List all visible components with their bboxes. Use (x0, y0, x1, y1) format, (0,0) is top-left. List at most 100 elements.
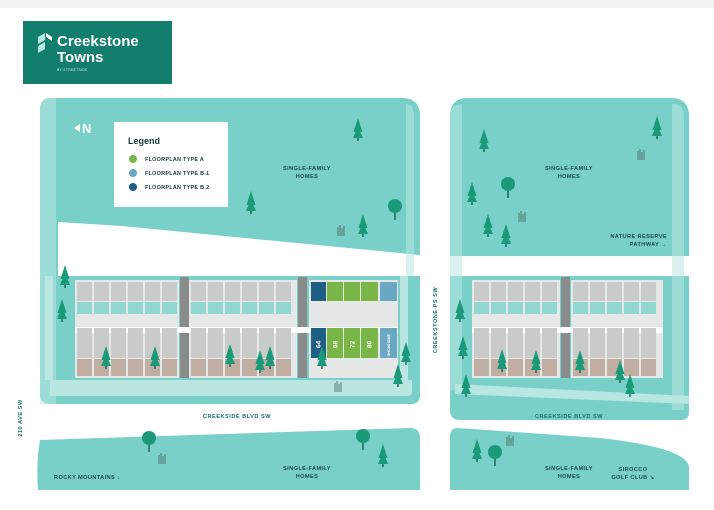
nature-reserve-line1: NATURE RESERVE (610, 234, 667, 240)
unit-outline (242, 282, 257, 301)
unit-outline (128, 359, 143, 376)
unit-outline (128, 302, 143, 314)
unit-outline (641, 302, 656, 314)
top-strip (0, 0, 714, 8)
unit-outline (624, 282, 639, 301)
unit-outline (508, 328, 523, 358)
unit-outline (508, 282, 523, 301)
unit-top-b1[interactable] (380, 282, 397, 301)
legend-item-b2: FLOORPLAN TYPE B.2 (145, 185, 209, 191)
legend-swatch-b2 (129, 183, 137, 191)
unit-outline (77, 302, 92, 314)
area-ne-line2: HOMES (558, 174, 581, 180)
area-ne-line1: SINGLE-FAMILY (545, 166, 593, 172)
unit-outline (145, 328, 160, 358)
unit-outline (111, 328, 126, 358)
unit-outline (624, 359, 639, 376)
unit-outline (259, 302, 274, 314)
unit-outline (542, 328, 557, 358)
unit-outline (162, 328, 177, 358)
unit-outline (242, 359, 257, 376)
area-s-line2: HOMES (296, 474, 319, 480)
area-s-line1: SINGLE-FAMILY (283, 466, 331, 472)
unit-outline (162, 302, 177, 314)
unit-outline (94, 282, 109, 301)
unit-outline (525, 302, 540, 314)
unit-outline (111, 302, 126, 314)
unit-showhome[interactable] (380, 328, 397, 358)
showhome-label: SHOWHOME (387, 333, 391, 356)
unit-outline (162, 359, 177, 376)
unit-outline (128, 282, 143, 301)
unit-outline (542, 302, 557, 314)
area-se-line1: SINGLE-FAMILY (545, 466, 593, 472)
nature-reserve-line2: PATHWAY → (630, 242, 667, 248)
legend-item-b1: FLOORPLAN TYPE B.1 (145, 171, 209, 177)
brand-logo: Creekstone Towns BY STREETSIDE (23, 21, 172, 84)
unit-outline (491, 282, 506, 301)
unit-outline (111, 282, 126, 301)
unit-80[interactable] (361, 328, 378, 358)
unit-outline (77, 282, 92, 301)
compass-label: N (82, 121, 91, 136)
north-arrow-icon (74, 124, 80, 132)
unit-outline (590, 359, 605, 376)
unit-outline (225, 302, 240, 314)
unit-outline (128, 328, 143, 358)
area-se-line2: HOMES (558, 474, 581, 480)
unit-outline (542, 359, 557, 376)
roads (40, 98, 689, 490)
unit-outline (491, 302, 506, 314)
unit-outline (208, 328, 223, 358)
unit-outline (525, 328, 540, 358)
unit-outline (242, 328, 257, 358)
unit-outline (641, 328, 656, 358)
unit-outline (474, 328, 489, 358)
area-nw-line2: HOMES (296, 174, 319, 180)
rocky-mountains-label: ROCKY MOUNTAINS ↓ (54, 475, 120, 481)
unit-outline (111, 359, 126, 376)
unit-outline (276, 282, 291, 301)
unit-outline (77, 359, 92, 376)
creekstone-ps-label: CREEKSTONE PS SW (433, 287, 439, 354)
unit-68[interactable] (327, 328, 343, 358)
unit-72[interactable] (344, 328, 360, 358)
unit-top-a2[interactable] (344, 282, 360, 301)
creekside-blvd-west: CREEKSIDE BLVD SW (203, 414, 271, 420)
unit-68-label: 68 (333, 340, 340, 348)
legend-swatch-a (129, 155, 137, 163)
legend-item-a: FLOORPLAN TYPE A (145, 157, 204, 163)
golf-club-line1: SIROCCO (619, 467, 648, 473)
ave-210-label: 210 AVE SW (18, 399, 24, 437)
unit-outline (225, 282, 240, 301)
legend-title: Legend (128, 136, 160, 146)
unit-outline (208, 302, 223, 314)
unit-outline (508, 359, 523, 376)
golf-club-line2: GOLF CLUB ↘ (611, 475, 654, 481)
unit-80-label: 80 (367, 340, 374, 348)
unit-outline (276, 359, 291, 376)
destination-labels: NATURE RESERVE PATHWAY → ROCKY MOUNTAINS… (54, 234, 667, 481)
unit-outline (641, 282, 656, 301)
area-labels: SINGLE-FAMILY HOMES SINGLE-FAMILY HOMES … (283, 166, 593, 480)
unit-outline (191, 282, 206, 301)
unit-top-a1[interactable] (327, 282, 343, 301)
unit-outline (191, 328, 206, 358)
creekside-blvd-east: CREEKSIDE BLVD SW (535, 414, 603, 420)
legend: Legend FLOORPLAN TYPE A FLOORPLAN TYPE B… (114, 122, 228, 207)
creekstone-logo-icon (38, 33, 52, 53)
unit-outline (573, 328, 588, 358)
unit-outline (276, 328, 291, 358)
unit-outline (525, 282, 540, 301)
unit-top-a3[interactable] (361, 282, 378, 301)
unit-outline (145, 282, 160, 301)
area-nw-line1: SINGLE-FAMILY (283, 166, 331, 172)
logo-name-line2: Towns (57, 49, 103, 66)
unit-64-label: 64 (316, 340, 323, 348)
unit-outline (590, 328, 605, 358)
unit-top-b2[interactable] (311, 282, 326, 301)
unit-outline (162, 282, 177, 301)
unit-outline (191, 359, 206, 376)
unit-outline (624, 302, 639, 314)
